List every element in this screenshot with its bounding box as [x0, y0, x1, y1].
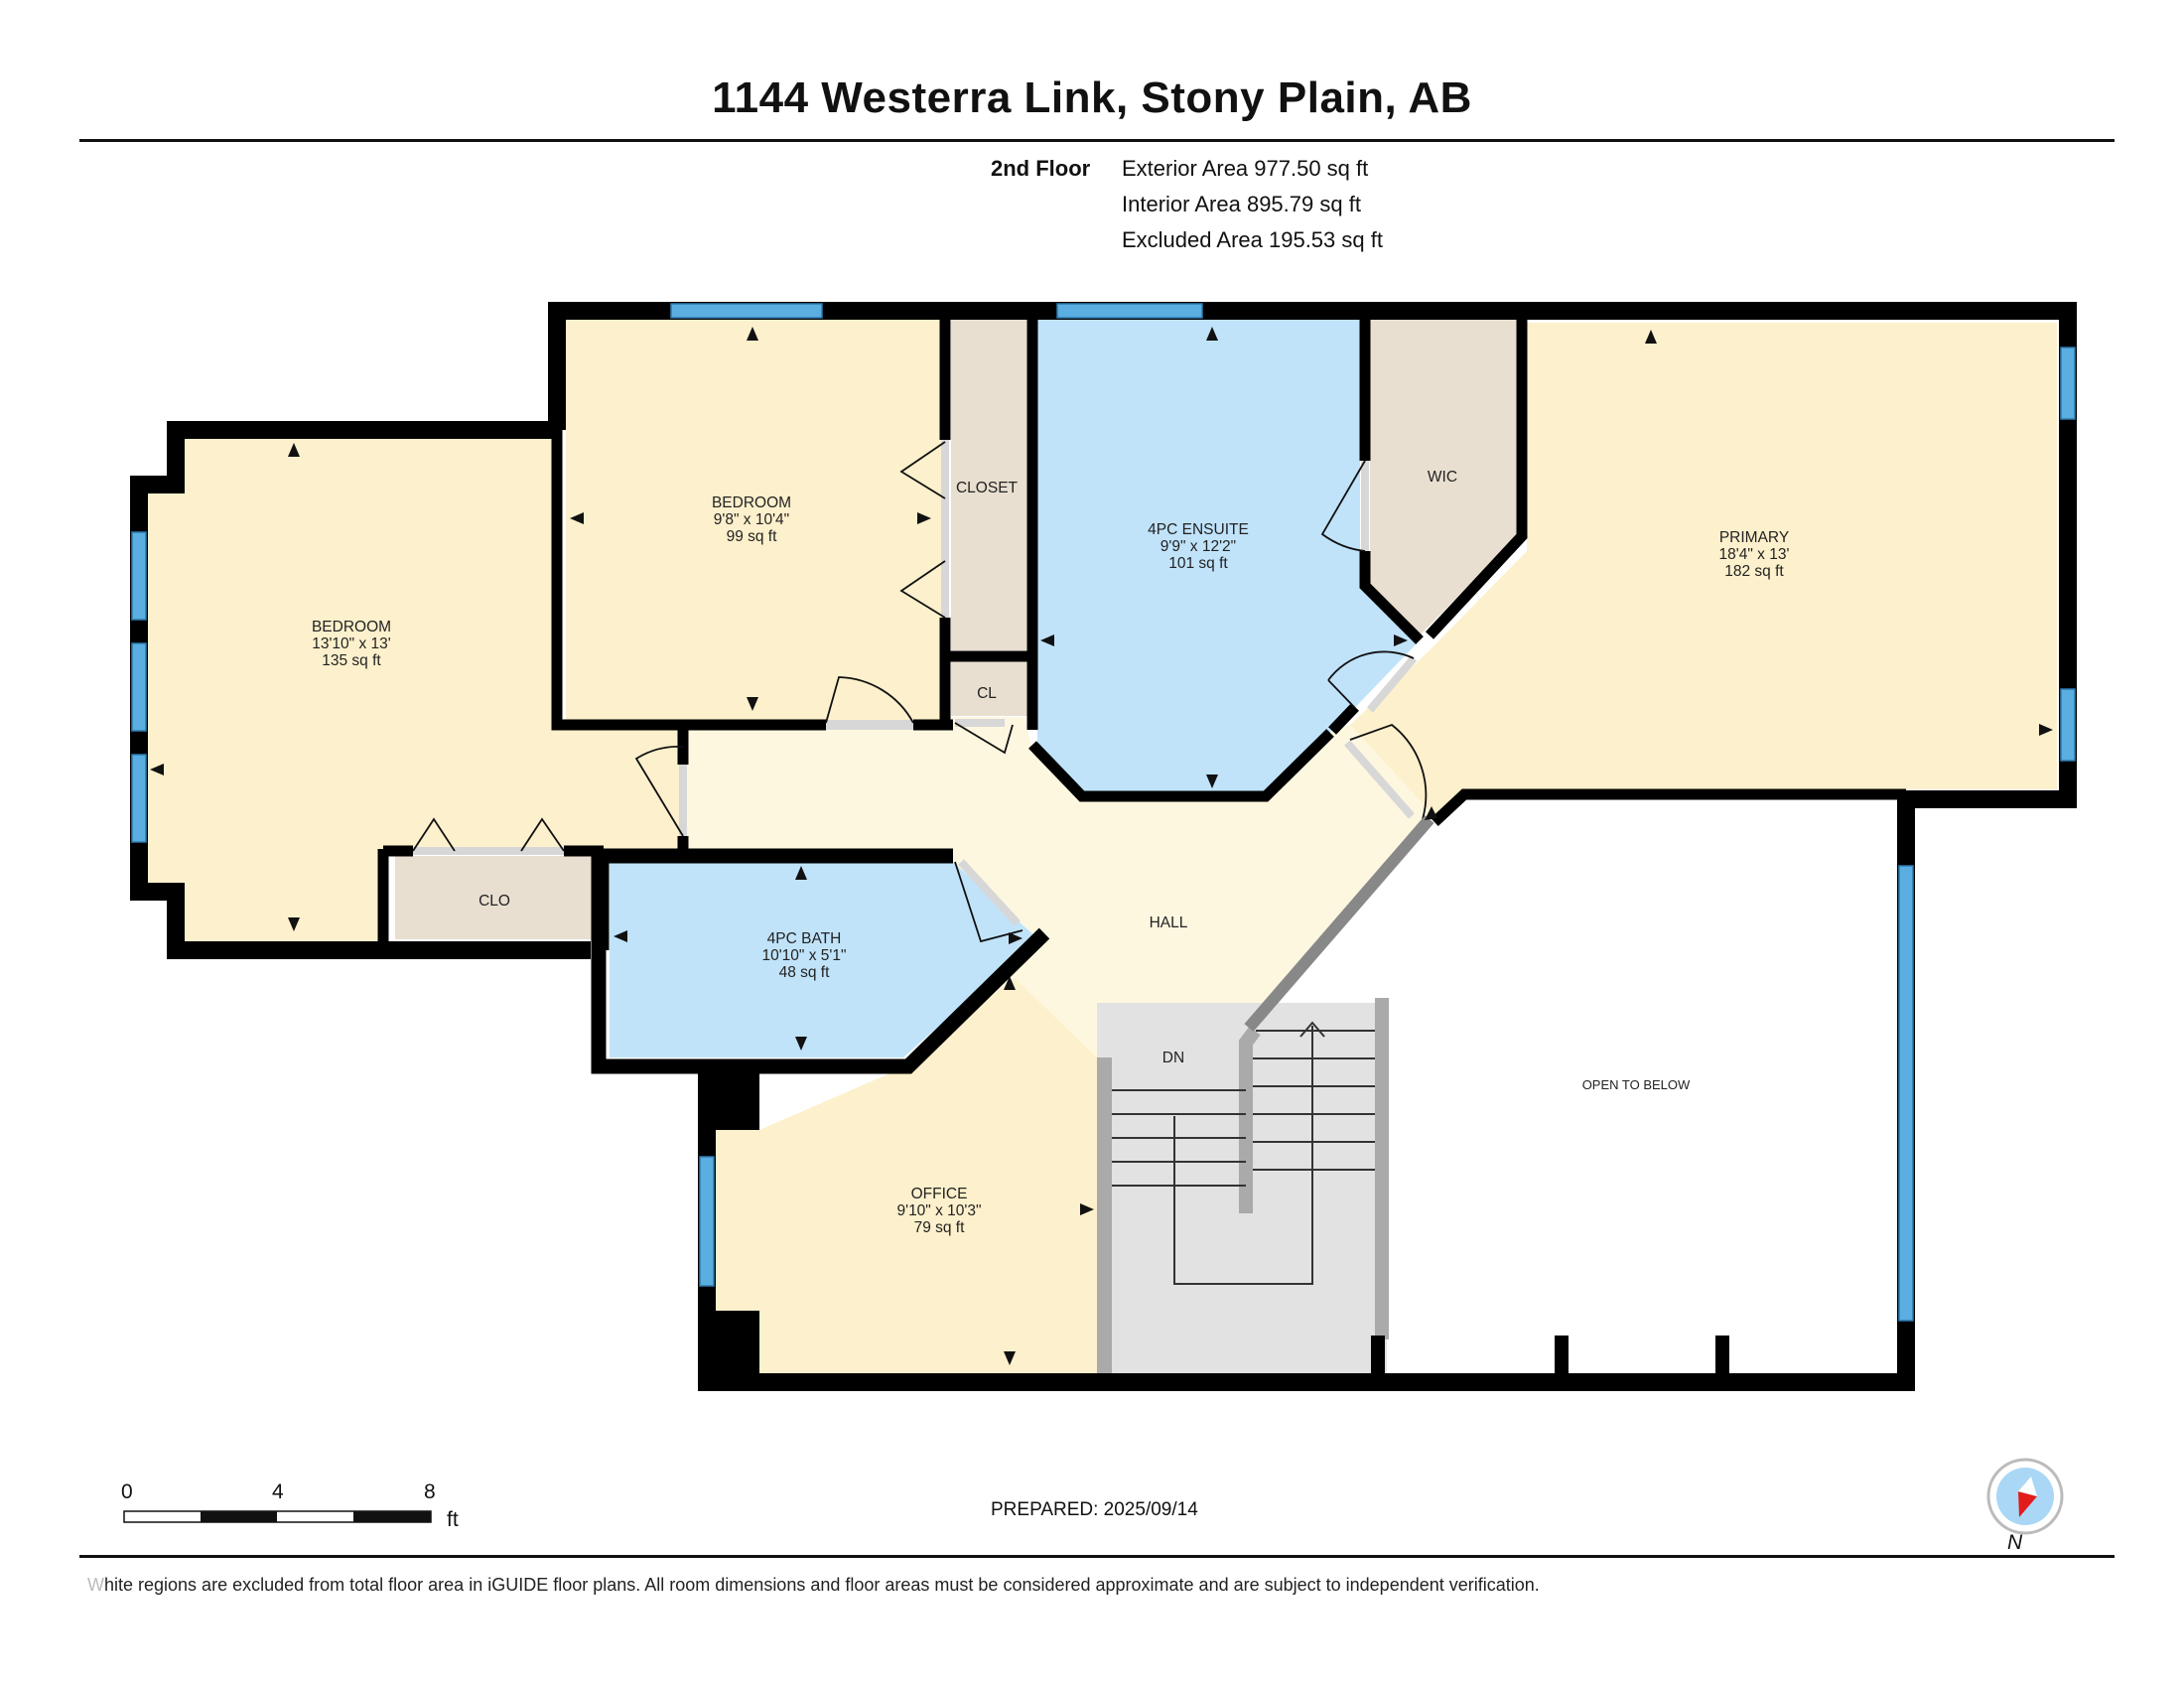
ensuite-dims: 9'9" x 12'2"	[1160, 538, 1236, 555]
floor-label: 2nd Floor	[991, 156, 1091, 181]
disclaimer: White regions are excluded from total fl…	[87, 1575, 1540, 1596]
prepared-date: PREPARED: 2025/09/14	[991, 1499, 1198, 1520]
closet-fill	[951, 320, 1029, 650]
hall-name: HALL	[1150, 914, 1188, 931]
bedroom-left-fill	[139, 437, 683, 941]
clo-name: CLO	[478, 893, 510, 910]
bath-dims: 10'10" x 5'1"	[761, 947, 846, 964]
cl-fill	[951, 661, 1029, 716]
scale-tick-0: 0	[121, 1480, 133, 1503]
bedroom-top-name: BEDROOM	[712, 494, 791, 511]
bedroom-top-dims: 9'8" x 10'4"	[714, 511, 789, 528]
compass-north-label: N	[2007, 1531, 2023, 1554]
ensuite-name: 4PC ENSUITE	[1148, 521, 1249, 538]
stairs	[1097, 998, 1389, 1375]
hall-fill-main	[683, 717, 1434, 1082]
bedroom-left-name: BEDROOM	[312, 619, 391, 635]
footer-divider	[79, 1555, 2115, 1558]
cl-name: CL	[977, 685, 997, 702]
office-fill	[715, 978, 1097, 1375]
primary-dims: 18'4" x 13'	[1719, 546, 1790, 563]
scale-bar: 0 4 8 ft	[121, 1480, 459, 1531]
primary-area: 182 sq ft	[1724, 563, 1784, 580]
room-labels: BEDROOM 13'10" x 13' 135 sq ft BEDROOM 9…	[312, 469, 1790, 1236]
office-dims: 9'10" x 10'3"	[896, 1202, 981, 1219]
primary-name: PRIMARY	[1719, 529, 1789, 546]
office-area: 79 sq ft	[914, 1219, 966, 1236]
doors	[412, 440, 1434, 1032]
scale-tick-4: 4	[272, 1480, 284, 1503]
bath-area: 48 sq ft	[779, 964, 831, 981]
title-divider	[79, 139, 2115, 142]
bedroom-top-fill	[566, 320, 943, 720]
office-name: OFFICE	[911, 1186, 968, 1202]
clo-fill	[395, 856, 599, 939]
wic-name: WIC	[1428, 469, 1457, 486]
stairs-label: DN	[1162, 1050, 1184, 1066]
area-summary: Exterior Area 977.50 sq ft Interior Area…	[1122, 151, 1383, 258]
dimension-arrows	[150, 327, 2053, 1365]
scale-tick-8: 8	[424, 1480, 436, 1503]
plan-title: 1144 Westerra Link, Stony Plain, AB	[712, 73, 1472, 122]
bedroom-left-area: 135 sq ft	[322, 652, 381, 669]
bath-fill	[610, 862, 1037, 1057]
bath-name: 4PC BATH	[767, 930, 842, 947]
disclaimer-text: hite regions are excluded from total flo…	[104, 1575, 1540, 1595]
exterior-area: Exterior Area 977.50 sq ft	[1122, 156, 1369, 181]
room-fills	[139, 320, 2057, 1375]
compass-icon: N	[1986, 1458, 2064, 1554]
closet-name: CLOSET	[956, 480, 1019, 496]
bedroom-left-dims: 13'10" x 13'	[312, 635, 391, 652]
interior-area: Interior Area 895.79 sq ft	[1122, 192, 1361, 216]
scale-unit: ft	[447, 1508, 459, 1531]
bedroom-top-area: 99 sq ft	[727, 528, 778, 545]
excluded-area: Excluded Area 195.53 sq ft	[1122, 227, 1383, 252]
wic-fill	[1370, 320, 1517, 635]
disclaimer-first-letter: W	[87, 1575, 104, 1595]
open-to-below-label: OPEN TO BELOW	[1582, 1077, 1691, 1092]
windows	[131, 303, 2076, 1322]
ensuite-area: 101 sq ft	[1168, 555, 1228, 572]
ensuite-fill	[1037, 320, 1420, 794]
